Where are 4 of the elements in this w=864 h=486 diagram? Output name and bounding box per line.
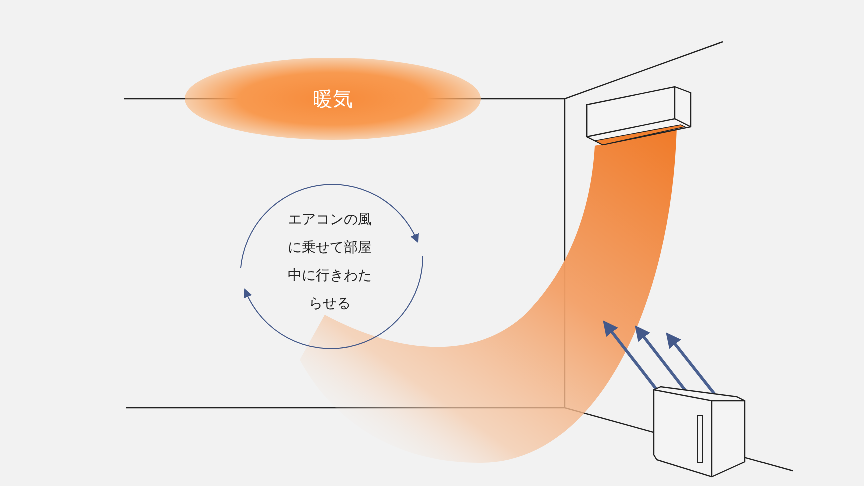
circulation-caption: エアコンの風に乗せて部屋中に行きわたらせる	[287, 211, 373, 314]
cloud-label: 暖気	[313, 86, 353, 112]
arrow	[666, 332, 716, 396]
arrow	[603, 320, 658, 390]
